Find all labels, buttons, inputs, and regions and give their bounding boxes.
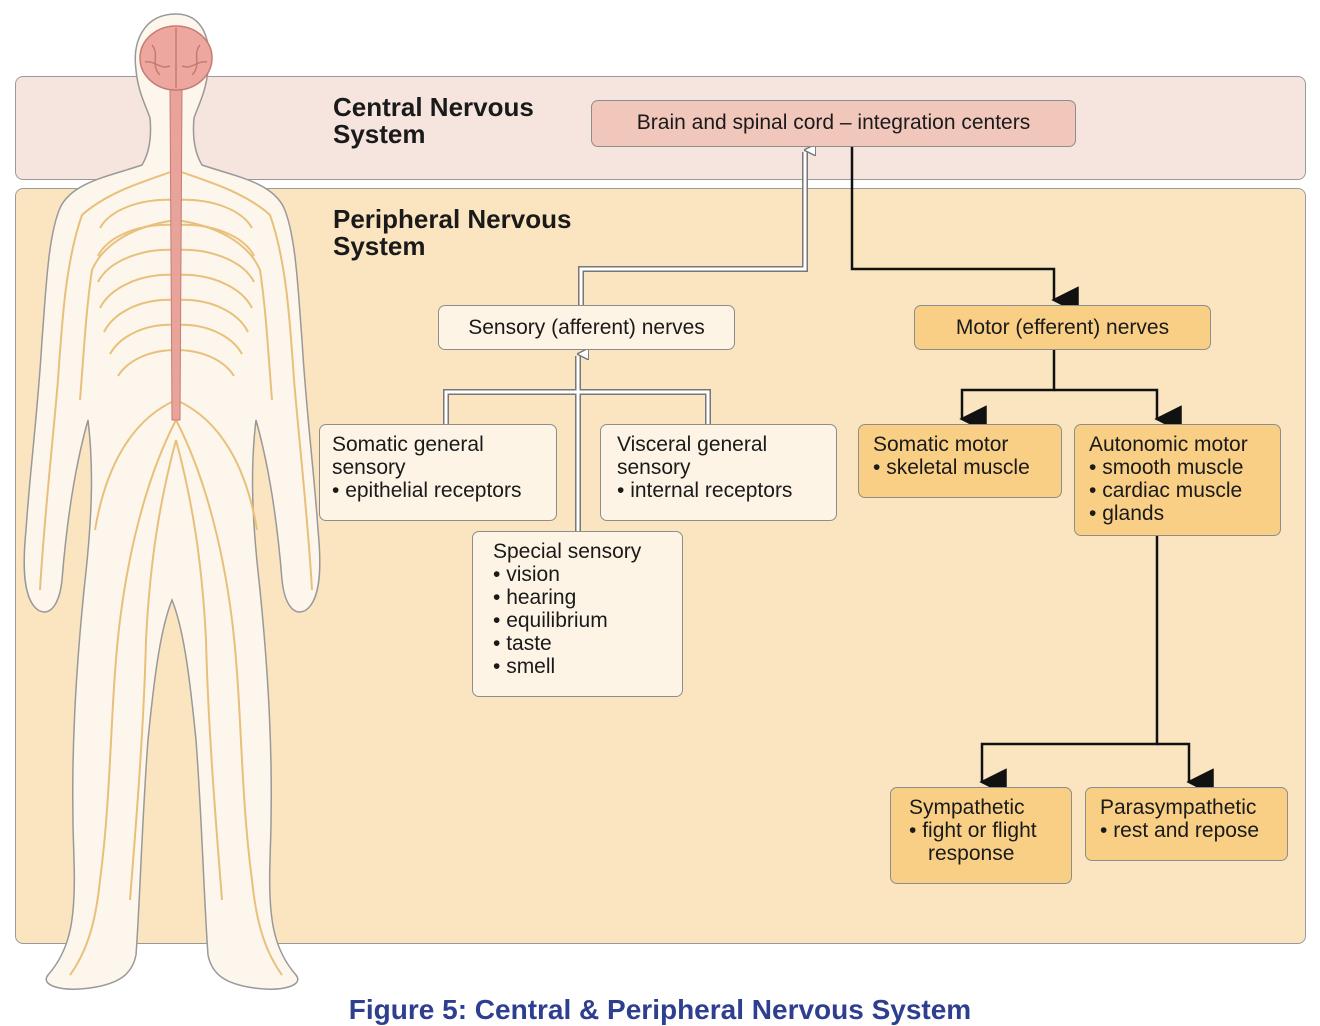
special-sensory-title: Special sensory [493,540,642,563]
visceral-sensory-title-line1: Visceral general [617,433,768,456]
parasympathetic-title: Parasympathetic [1100,796,1257,819]
special-sensory-item: equilibrium [493,609,670,632]
somatic-general-sensory-box: Somatic general sensory epithelial recep… [319,424,557,521]
autonomic-motor-item: glands [1089,502,1268,525]
somatic-motor-item: skeletal muscle [873,456,1049,479]
autonomic-motor-title: Autonomic motor [1089,433,1248,456]
somatic-motor-title: Somatic motor [873,433,1009,456]
cns-heading: Central Nervous System [333,94,534,148]
efferent-connectors [850,147,1214,796]
sensory-nerves-label: Sensory (afferent) nerves [468,316,705,339]
cns-heading-line1: Central Nervous [333,92,534,122]
special-sensory-item: taste [493,632,670,655]
visceral-sensory-item: internal receptors [617,479,824,502]
special-sensory-item: hearing [493,586,670,609]
autonomic-motor-item: smooth muscle [1089,456,1268,479]
special-sensory-item: smell [493,655,670,678]
sympathetic-item: fight or flight [909,819,1059,842]
visceral-sensory-title-line2: sensory [617,456,691,479]
parasympathetic-item: rest and repose [1100,819,1275,842]
parasympathetic-box: Parasympathetic rest and repose [1085,787,1288,861]
cns-integration-box: Brain and spinal cord – integration cent… [591,100,1076,147]
special-sensory-box: Special sensory vision hearing equilibri… [472,531,683,697]
motor-nerves-label: Motor (efferent) nerves [955,316,1170,339]
cns-heading-line2: System [333,119,426,149]
sensory-nerves-box: Sensory (afferent) nerves [438,305,735,350]
somatic-sensory-title-line2: sensory [332,456,406,479]
special-sensory-item: vision [493,563,670,586]
visceral-general-sensory-box: Visceral general sensory internal recept… [600,424,837,521]
sympathetic-title: Sympathetic [909,796,1025,819]
cns-box-label: Brain and spinal cord – integration cent… [636,111,1031,134]
pns-heading: Peripheral Nervous System [333,206,571,260]
brain-icon [139,25,213,91]
sympathetic-item-continuation: response [928,842,1015,865]
pns-heading-line1: Peripheral Nervous [333,204,572,234]
motor-nerves-box: Motor (efferent) nerves [914,305,1211,350]
pns-heading-line2: System [333,231,426,261]
somatic-sensory-title-line1: Somatic general [332,433,484,456]
autonomic-motor-box: Autonomic motor smooth muscle cardiac mu… [1074,424,1281,536]
somatic-motor-box: Somatic motor skeletal muscle [858,424,1062,498]
somatic-sensory-item: epithelial receptors [332,479,544,502]
intercostal-nerves [97,198,255,377]
figure-caption: Figure 5: Central & Peripheral Nervous S… [348,994,972,1025]
sympathetic-box: Sympathetic fight or flight response [890,787,1072,884]
autonomic-motor-item: cardiac muscle [1089,479,1268,502]
